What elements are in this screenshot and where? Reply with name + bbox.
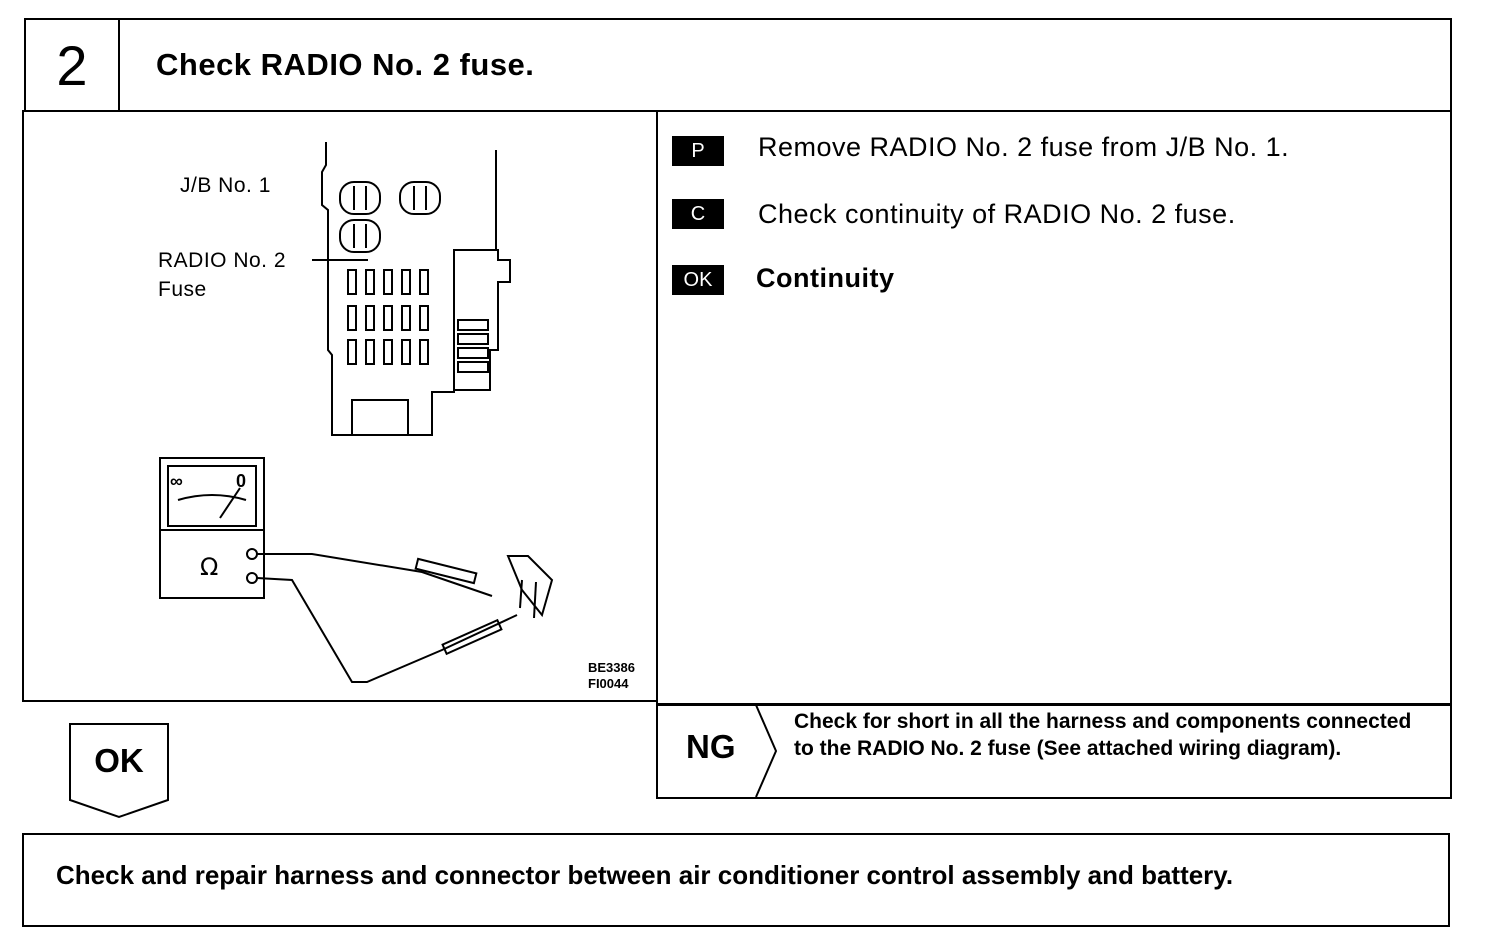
meter-zero: 0 — [236, 471, 246, 491]
ng-instruction: Check for short in all the harness and c… — [794, 710, 1412, 760]
step-title: Check RADIO No. 2 fuse. — [118, 18, 1452, 112]
ohm-symbol: Ω — [200, 553, 218, 581]
jb-label: J/B No. 1 — [180, 174, 271, 197]
step-number: 2 — [24, 18, 120, 112]
ok-arrow — [69, 723, 169, 819]
instruction-check: Check continuity of RADIO No. 2 fuse. — [758, 199, 1236, 229]
fuse-label-line1: RADIO No. 2 — [158, 249, 287, 272]
ok-label: OK — [94, 742, 144, 779]
instruction-prepare: Remove RADIO No. 2 fuse from J/B No. 1. — [758, 132, 1290, 162]
ng-arrow — [755, 704, 778, 798]
fuse-label-line2: Fuse — [158, 278, 207, 301]
ng-box — [656, 703, 1452, 799]
ng-label: NG — [686, 728, 736, 765]
tag-p: P — [672, 136, 724, 166]
meter-infinity: ∞ — [170, 471, 183, 491]
tag-c: C — [672, 199, 724, 229]
figure-code-2: FI0044 — [588, 676, 629, 691]
figure-code-1: BE3386 — [588, 660, 635, 675]
instruction-panel — [656, 110, 1452, 706]
result-box — [22, 833, 1450, 927]
fuse-check-illustration: ∞ 0 Ω BE3386 FI0044 — [159, 142, 635, 691]
tag-ok: OK — [672, 265, 724, 295]
instruction-ok: Continuity — [756, 263, 895, 293]
result-text: Check and repair harness and connector b… — [56, 860, 1234, 890]
